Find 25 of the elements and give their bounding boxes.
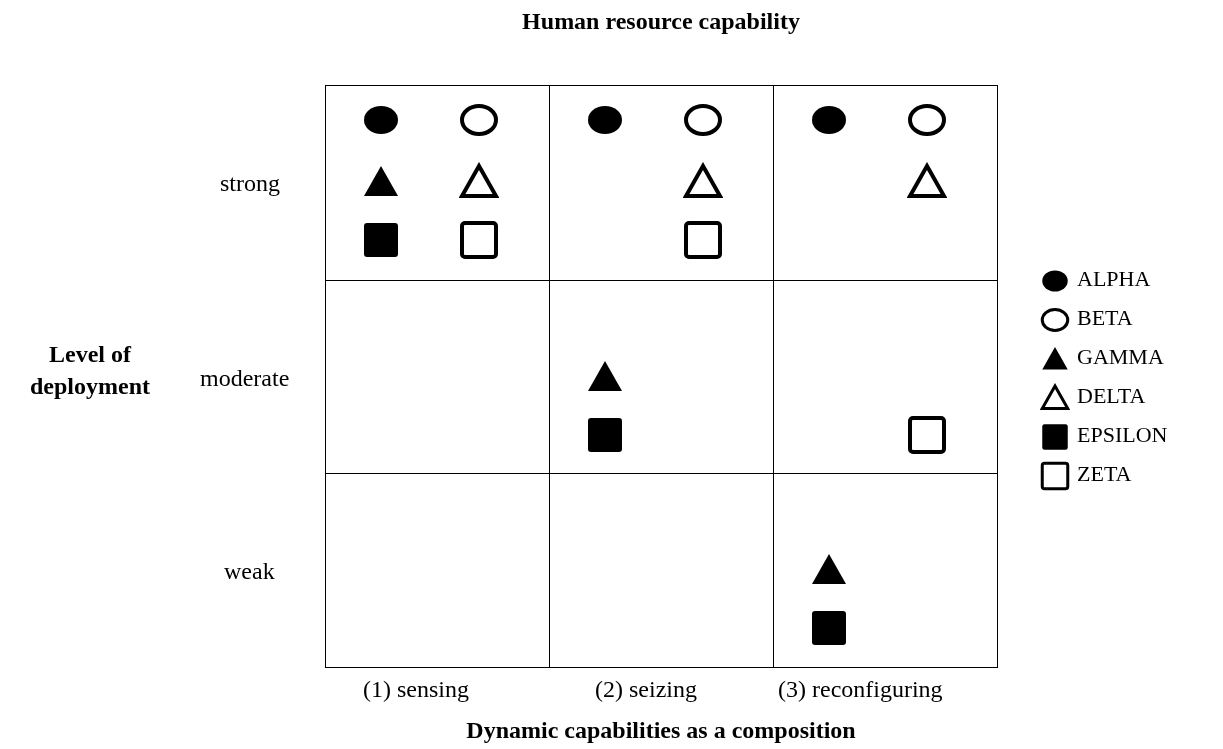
column-label: (2) seizing — [595, 676, 697, 703]
grid-cell — [773, 85, 998, 281]
grid-cell — [773, 473, 998, 668]
legend-label: BETA — [1077, 305, 1133, 331]
square-marker — [361, 220, 401, 260]
square-marker — [907, 415, 947, 455]
row-label: weak — [224, 558, 275, 585]
legend-label: DELTA — [1077, 383, 1146, 409]
square-marker — [809, 608, 849, 648]
legend-label: ZETA — [1077, 461, 1132, 487]
row-label: strong — [220, 170, 280, 197]
row-label: moderate — [200, 365, 290, 392]
column-label: (3) reconfiguring — [778, 676, 943, 703]
chart-title: Human resource capability — [521, 8, 801, 35]
legend-label: ALPHA — [1077, 266, 1151, 292]
square-marker — [459, 220, 499, 260]
axis-title: Dynamic capabilities as a composition — [465, 716, 857, 745]
grid-cell — [325, 473, 550, 668]
column-label: (1) sensing — [363, 676, 469, 703]
legend-label: EPSILON — [1077, 422, 1168, 448]
legend-label: GAMMA — [1077, 344, 1164, 370]
square-marker — [683, 220, 723, 260]
axis-title: Level of deployment — [29, 340, 151, 401]
grid-cell — [325, 85, 550, 281]
square-marker — [585, 415, 625, 455]
